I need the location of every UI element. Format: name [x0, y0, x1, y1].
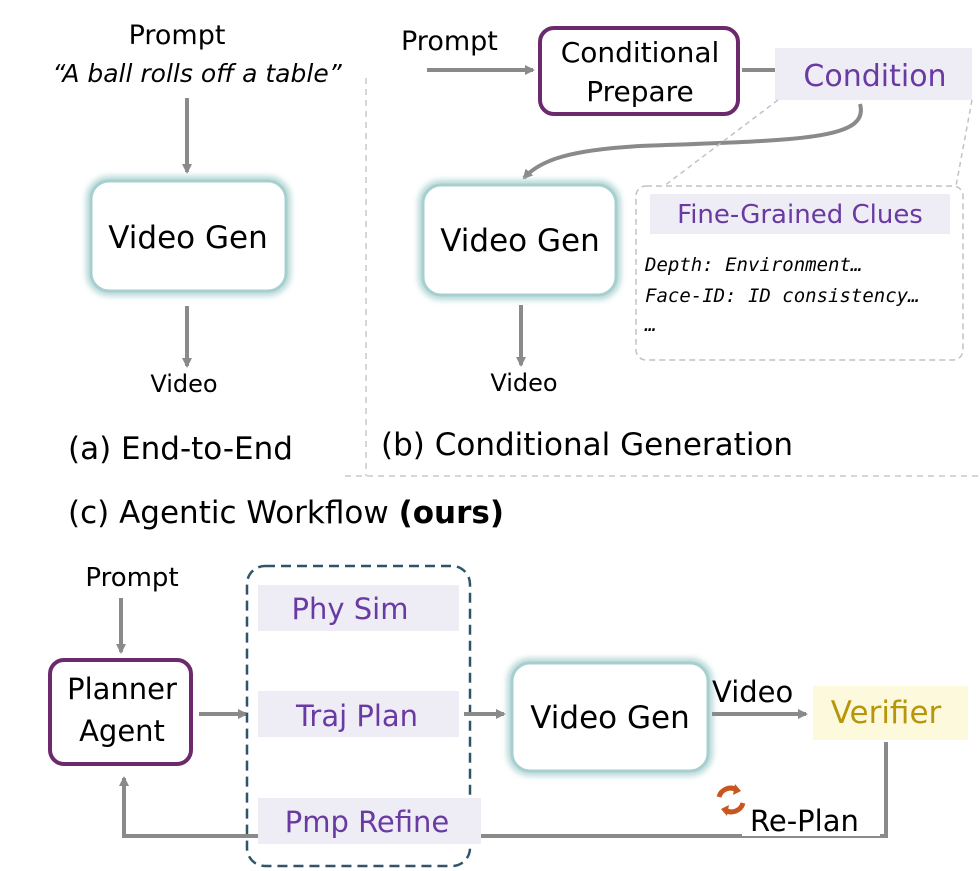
panel-b-arrow-curve [522, 103, 863, 180]
clue-item: … [644, 314, 656, 336]
panel-c-video-gen-box: Video Gen [507, 658, 713, 776]
panel-c: (c) Agentic Workflow (ours) Prompt Plann… [48, 495, 968, 868]
clue-item: Depth: Environment… [644, 254, 862, 276]
tool-traj-plan: Traj Plan [295, 699, 418, 733]
conditional-prepare-box: Conditional Prepare [538, 26, 740, 116]
condition-label: Condition [803, 59, 946, 94]
tool-pmp-refine: Pmp Refine [285, 805, 450, 839]
panel-b-caption: (b) Conditional Generation [381, 427, 793, 463]
refresh-cycle-icon [716, 784, 746, 816]
clue-item: Face-ID: ID consistency… [645, 285, 920, 307]
panel-b-prompt-label: Prompt [401, 26, 498, 57]
panel-a-video-gen-label: Video Gen [108, 220, 267, 256]
panel-a-caption: (a) End-to-End [68, 431, 293, 467]
panel-b-video-output: Video [490, 369, 557, 397]
fine-grained-clues-box: Fine-Grained Clues Depth: Environment… F… [635, 185, 964, 361]
panel-b-video-gen-label: Video Gen [440, 223, 599, 259]
planner-agent-box: Planner Agent [48, 658, 193, 766]
panel-c-video-gen-label: Video Gen [530, 700, 689, 736]
conditional-prepare-line1: Conditional [561, 36, 720, 69]
panel-a-video-output: Video [150, 370, 217, 398]
conditional-prepare-line2: Prepare [586, 75, 694, 108]
panel-b-video-gen-box: Video Gen [418, 180, 621, 300]
replan-label: Re-Plan [750, 804, 859, 838]
verifier-label: Verifier [831, 695, 942, 731]
panel-c-video-label: Video [712, 675, 793, 709]
clues-guide-right [955, 99, 973, 187]
fine-grained-clues-title: Fine-Grained Clues [677, 200, 923, 230]
condition-box: Condition [775, 48, 972, 100]
panel-a-video-gen-box: Video Gen [86, 176, 291, 296]
panel-b: Prompt Conditional Prepare Condition Vid… [381, 26, 973, 463]
panel-c-caption: (c) Agentic Workflow (ours) [68, 495, 504, 531]
tools-group: Phy Sim Traj Plan [245, 564, 472, 868]
planner-agent-line2: Agent [79, 714, 165, 748]
tool-phy-sim: Phy Sim [292, 592, 409, 626]
verifier-box: Verifier [813, 686, 968, 740]
panel-a-prompt-text: “A ball rolls off a table” [52, 59, 342, 88]
clues-guide-left [663, 99, 779, 187]
planner-agent-line1: Planner [67, 672, 177, 706]
panel-a-prompt-label: Prompt [129, 20, 226, 51]
panel-a: Prompt “A ball rolls off a table” Video … [52, 20, 342, 467]
replan-loop-line [119, 742, 888, 838]
panel-c-caption-bold: (ours) [399, 495, 504, 531]
panel-c-prompt-label: Prompt [85, 563, 178, 593]
panel-c-caption-prefix: (c) Agentic Workflow [68, 495, 399, 531]
